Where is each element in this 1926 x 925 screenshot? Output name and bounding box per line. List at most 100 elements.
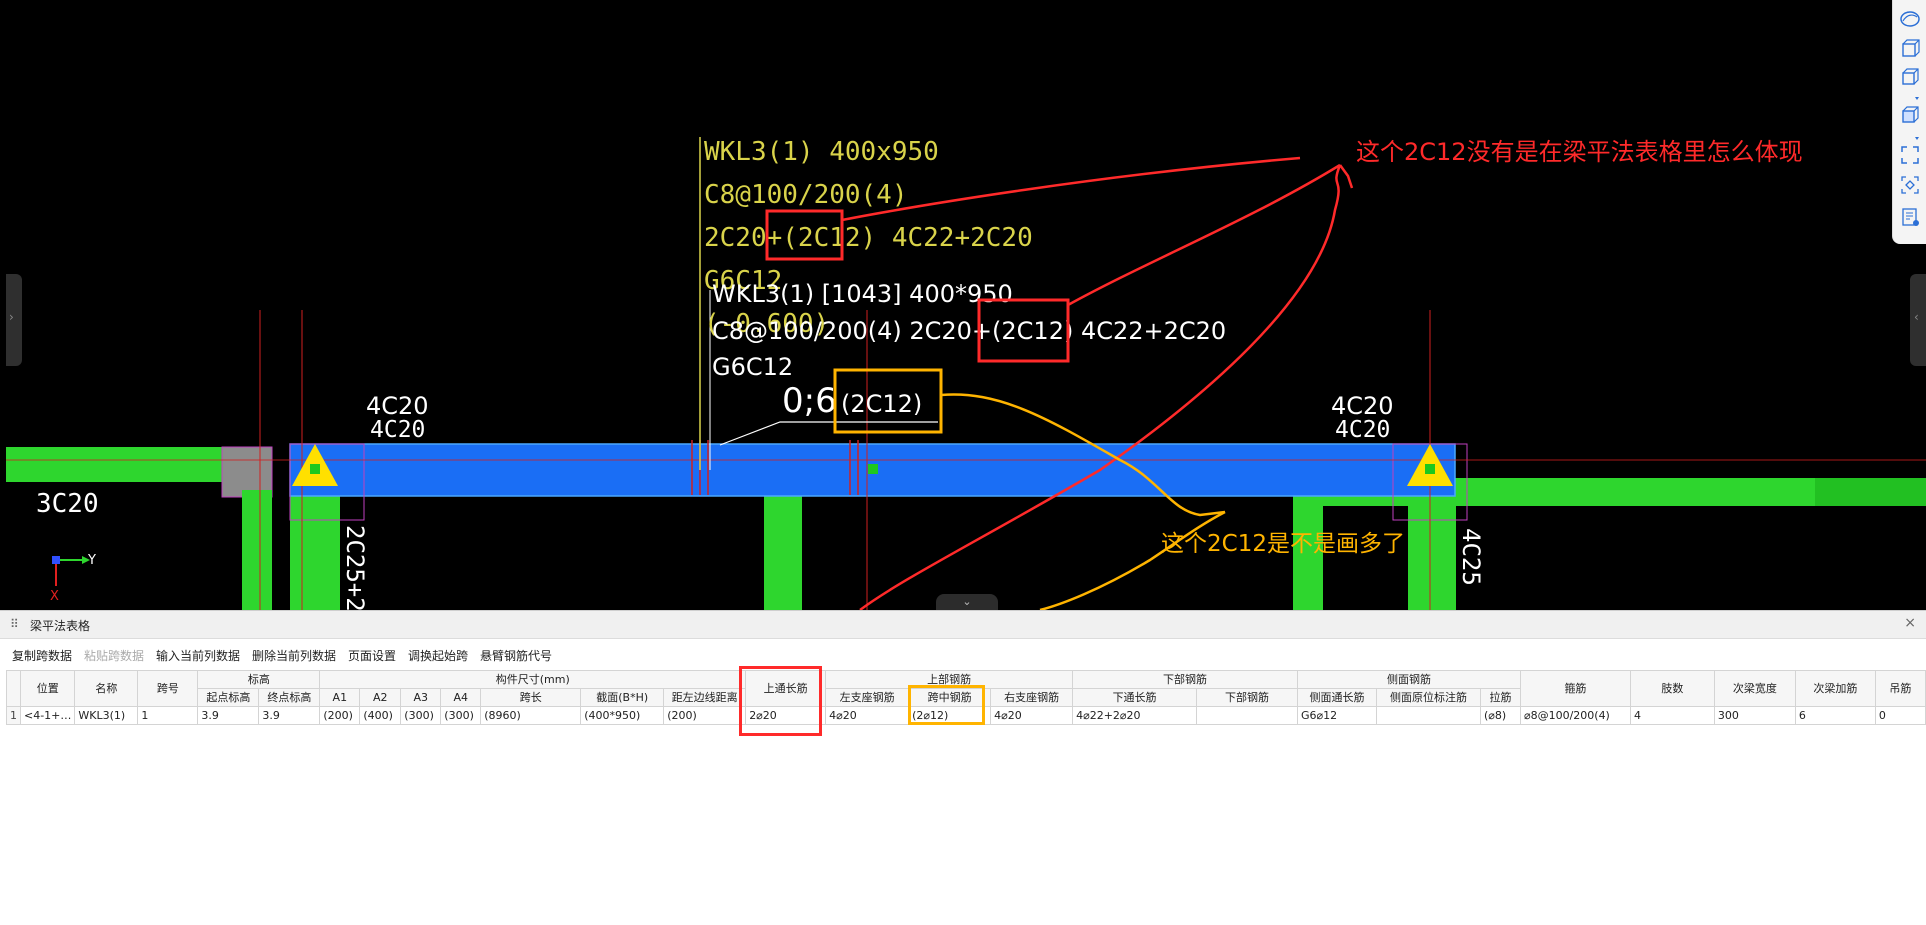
table-row[interactable]: 1 <4-1+… WKL3(1) 1 3.9 3.9 (200) (400) (… (6, 706, 1926, 725)
left-drawer-tab[interactable]: › (6, 274, 22, 366)
header-legs: 肢数 (1629, 670, 1715, 707)
right-column-label: 4C25 (1457, 528, 1485, 586)
right-column-1[interactable] (1293, 495, 1323, 610)
selected-beam-wkl3[interactable] (289, 443, 1456, 497)
cell-side-through[interactable]: G6⌀12 (1297, 706, 1377, 725)
beam-table-panel: ⠿ 梁平法表格 × 复制跨数据 粘贴跨数据 输入当前列数据 删除当前列数据 页面… (0, 610, 1926, 925)
cell-span[interactable]: 1 (137, 706, 199, 725)
mid-span-extra-label: (2C12) (841, 390, 922, 418)
header-top-through: 上通长筋 (745, 670, 827, 707)
cell-a1[interactable]: (200) (319, 706, 361, 725)
header-mid-span: 跨中钢筋 (908, 688, 992, 707)
view-toolbar (1892, 0, 1926, 244)
header-side-through: 侧面通长筋 (1297, 688, 1377, 707)
left-beam-label: 3C20 (36, 489, 99, 519)
ucs-y-label: Y (87, 553, 96, 568)
orig-label-line1: WKL3(1) 400x950 (704, 137, 939, 167)
left-support-top-label: 4C20 (366, 392, 429, 420)
left-support-grip[interactable] (310, 464, 320, 474)
drag-grip-icon[interactable]: ⠿ (10, 617, 19, 631)
cell-edge-dist[interactable]: (200) (663, 706, 747, 725)
cad-drawing[interactable]: WKL3(1) 400x950 C8@100/200(4) 2C20+(2C12… (0, 0, 1926, 610)
header-end-elev: 终点标高 (258, 688, 321, 707)
panel-title: 梁平法表格 (30, 619, 91, 633)
right-beam-end (1815, 478, 1926, 506)
property-panel-icon[interactable] (1899, 206, 1921, 228)
cell-a3[interactable]: (300) (400, 706, 442, 725)
red-annotation-stroke (1338, 164, 1354, 189)
right-column-2[interactable] (1408, 495, 1456, 610)
mid-span-grip[interactable] (868, 464, 878, 474)
cube-icon[interactable] (1899, 66, 1921, 88)
cell-section[interactable]: (400*950) (580, 706, 665, 725)
cell-mid-span[interactable]: (2⌀12) (908, 706, 992, 725)
cantilever-code-button[interactable]: 悬臂钢筋代号 (480, 649, 553, 663)
cell-a4[interactable]: (300) (440, 706, 482, 725)
left-column-2[interactable] (290, 490, 340, 610)
close-icon[interactable]: × (1904, 615, 1916, 631)
header-sub-beam-add: 次梁加筋 (1794, 670, 1876, 707)
dropdown-icon[interactable] (1899, 128, 1921, 140)
right-support-grip[interactable] (1425, 464, 1435, 474)
right-drawer-tab[interactable]: ‹ (1910, 274, 1926, 366)
red-highlight-box-info (977, 298, 1070, 363)
cell-position[interactable]: <4-1+… (19, 706, 76, 725)
header-group-dimensions: 构件尺寸(mm) (319, 670, 747, 689)
right-support-top-label: 4C20 (1331, 392, 1394, 420)
clean-view-icon[interactable] (1899, 174, 1921, 196)
cad-viewport[interactable]: WKL3(1) 400x950 C8@100/200(4) 2C20+(2C12… (0, 0, 1926, 610)
cell-left-support[interactable]: 4⌀20 (825, 706, 910, 725)
page-setup-button[interactable]: 页面设置 (348, 649, 397, 663)
cell-stirrup[interactable]: ⌀8@100/200(4) (1519, 706, 1631, 725)
swap-span-button[interactable]: 调换起始跨 (408, 649, 469, 663)
header-hanger: 吊筋 (1874, 670, 1926, 707)
cell-tie-bar[interactable]: (⌀8) (1479, 706, 1521, 725)
cell-end-elev[interactable]: 3.9 (258, 706, 321, 725)
header-a2: A2 (359, 688, 402, 707)
left-column-1[interactable] (242, 490, 272, 610)
copy-span-button[interactable]: 复制跨数据 (12, 649, 73, 663)
cell-name[interactable]: WKL3(1) (74, 706, 139, 725)
mid-column[interactable] (764, 495, 802, 610)
cell-span-len[interactable]: (8960) (480, 706, 582, 725)
paste-span-button[interactable]: 粘贴跨数据 (84, 649, 145, 663)
panel-collapse-handle[interactable]: ⌄ (936, 594, 998, 610)
chevron-right-icon: › (9, 310, 14, 324)
panel-toolbar: 复制跨数据 粘贴跨数据 输入当前列数据 删除当前列数据 页面设置 调换起始跨 悬… (0, 643, 1926, 665)
blue-cube-icon[interactable] (1899, 104, 1921, 126)
fit-view-icon[interactable] (1899, 144, 1921, 166)
left-beam-segment[interactable] (6, 447, 224, 482)
orig-label-line3: 2C20+(2C12) 4C22+2C20 (704, 223, 1033, 253)
input-column-button[interactable]: 输入当前列数据 (156, 649, 241, 663)
info-label-line3: G6C12 (712, 353, 793, 381)
left-column-cap[interactable] (221, 446, 273, 498)
header-bottom-through: 下通长筋 (1072, 688, 1198, 707)
info-label-line2: C8@100/200(4) 2C20+(2C12) 4C22+2C20 (712, 317, 1226, 345)
cell-side-in-situ[interactable] (1375, 706, 1481, 725)
cell-right-support[interactable]: 4⌀20 (990, 706, 1074, 725)
header-bottom-bar: 下部钢筋 (1196, 688, 1298, 707)
cell-a2[interactable]: (400) (359, 706, 402, 725)
red-annotation-stroke (1067, 163, 1341, 307)
cell-hanger[interactable]: 0 (1874, 706, 1926, 725)
view-3d-sphere-icon[interactable] (1899, 8, 1921, 30)
delete-column-button[interactable]: 删除当前列数据 (252, 649, 337, 663)
cell-bottom-through[interactable]: 4⌀22+2⌀20 (1072, 706, 1198, 725)
red-annotation-text: 这个2C12没有是在梁平法表格里怎么体现 (1356, 138, 1803, 166)
cell-sub-beam-add[interactable]: 6 (1794, 706, 1876, 725)
3d-box-icon[interactable] (1899, 38, 1921, 60)
cell-start-elev[interactable]: 3.9 (197, 706, 260, 725)
panel-title-bar[interactable]: ⠿ 梁平法表格 × (0, 611, 1926, 639)
mid-span-label: 0;6 (782, 381, 837, 421)
header-group-bottom-rebar: 下部钢筋 (1072, 670, 1298, 689)
header-sub-beam-width: 次梁宽度 (1713, 670, 1796, 707)
left-support-bot-label: 4C20 (370, 417, 425, 443)
orange-highlight-box-table (908, 685, 985, 725)
cell-sub-beam-width[interactable]: 300 (1713, 706, 1796, 725)
dropdown-icon[interactable] (1899, 88, 1921, 100)
orange-annotation-stroke (1039, 510, 1226, 610)
cell-top-through[interactable]: 2⌀20 (745, 706, 827, 725)
red-annotation-stroke (841, 156, 1301, 222)
cell-bottom-bar[interactable] (1196, 706, 1298, 725)
cell-legs[interactable]: 4 (1629, 706, 1715, 725)
